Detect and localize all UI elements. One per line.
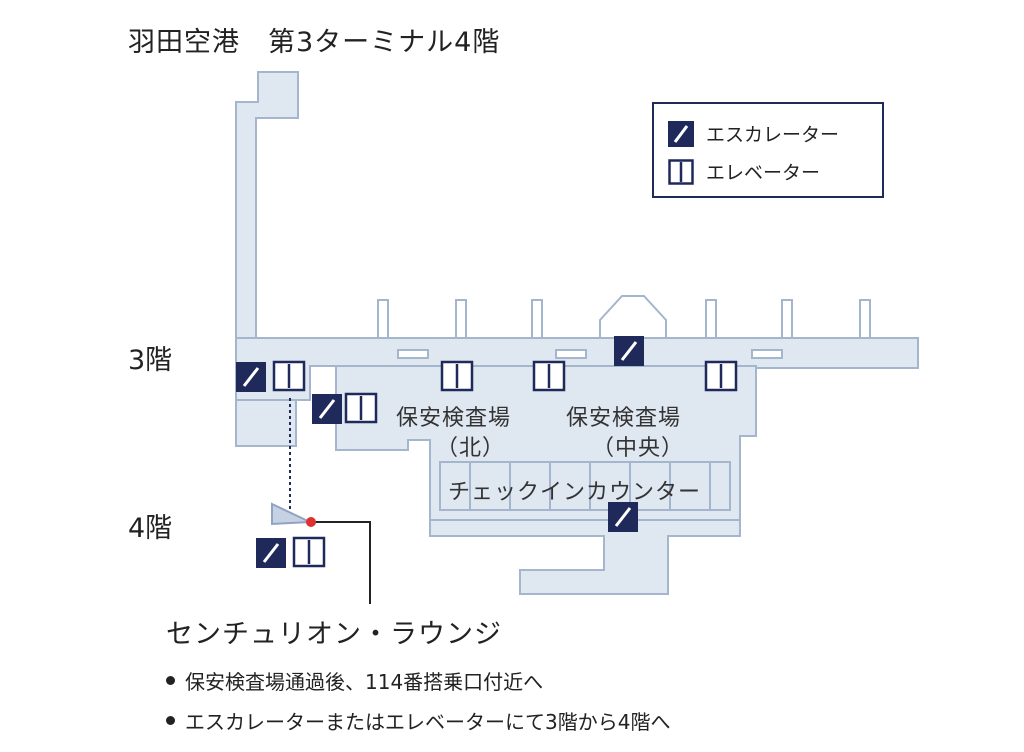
- legend-escalator-label: エスカレーター: [706, 124, 840, 146]
- gate-stubs: [377, 295, 871, 359]
- map-title: 羽田空港 第3ターミナル4階: [128, 27, 501, 58]
- lounge-leader-line: [312, 521, 371, 604]
- floor-3-label: 3階: [128, 345, 173, 376]
- security-north-sub-label: （北）: [436, 436, 506, 461]
- lounge-note: 保安検査場通過後、114番搭乗口付近へ: [166, 666, 543, 695]
- legend-escalator: エスカレーター: [668, 120, 839, 147]
- bullet-icon: [166, 716, 175, 725]
- checkin-counters: [439, 461, 731, 511]
- elevator-icon: [292, 536, 326, 568]
- legend-elevator-label: エレベーター: [706, 162, 821, 184]
- security-central-label: 保安検査場: [566, 406, 682, 431]
- escalator-icon: [668, 120, 694, 147]
- lounge-marker: [306, 517, 316, 527]
- escalator-icon: [312, 394, 342, 424]
- checkin-label: チェックインカウンター: [448, 480, 702, 505]
- escalator-icon: [608, 502, 638, 532]
- elevator-icon: [272, 360, 306, 392]
- escalator-icon: [236, 362, 266, 392]
- bullet-icon: [166, 676, 175, 685]
- lounge-note-text: エスカレーターまたはエレベーターにて3階から4階へ: [185, 710, 671, 734]
- elevator-icon: [440, 360, 474, 392]
- elevator-icons: [272, 360, 738, 568]
- security-north-label: 保安検査場: [396, 406, 512, 431]
- elevator-icon: [532, 360, 566, 392]
- lounge-note-text: 保安検査場通過後、114番搭乗口付近へ: [185, 670, 544, 694]
- map-legend: エスカレーター エレベーター: [652, 102, 884, 198]
- security-central-sub-label: （中央）: [592, 436, 685, 461]
- lounge-name: センチュリオン・ラウンジ: [166, 619, 502, 650]
- escalator-icons: [236, 336, 644, 568]
- lounge-note: エスカレーターまたはエレベーターにて3階から4階へ: [166, 706, 670, 735]
- elevator-icon: [704, 360, 738, 392]
- escalator-icon: [614, 336, 644, 366]
- lounge-area: [271, 502, 311, 526]
- legend-elevator: エレベーター: [668, 158, 820, 185]
- floor-4-label: 4階: [128, 513, 173, 544]
- escalator-icon: [256, 538, 286, 568]
- elevator-icon: [668, 158, 694, 185]
- elevator-icon: [344, 392, 378, 424]
